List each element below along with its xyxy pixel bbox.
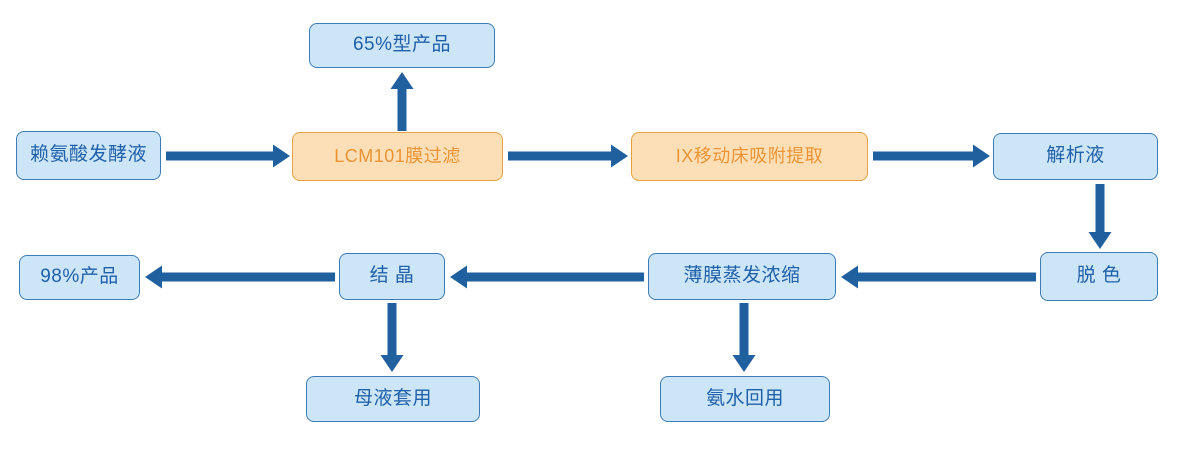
arrow-shaft — [739, 303, 749, 355]
flow-node-ammonia[interactable]: 氨水回用 — [660, 376, 830, 422]
flow-node-label: 母液套用 — [353, 387, 432, 409]
flow-arrow-feed-to-lcm101 — [166, 144, 290, 168]
arrow-shaft — [387, 303, 397, 355]
flow-node-lcm101[interactable]: LCM101膜过滤 — [292, 132, 503, 181]
arrow-shaft — [467, 272, 644, 282]
arrow-head — [145, 265, 162, 289]
flow-arrow-crystal-to-product98 — [145, 265, 335, 289]
arrow-shaft — [162, 272, 335, 282]
flow-node-decolor[interactable]: 脱 色 — [1040, 252, 1158, 301]
flow-node-label: 解析液 — [1046, 145, 1105, 167]
flow-arrow-evaporate-to-crystal — [450, 265, 644, 289]
arrow-shaft — [858, 272, 1036, 282]
arrow-shaft — [508, 151, 611, 161]
arrow-shaft — [166, 151, 273, 161]
arrow-head — [732, 355, 756, 372]
flow-node-label: 氨水回用 — [705, 387, 784, 409]
flow-node-eluate[interactable]: 解析液 — [993, 133, 1158, 180]
arrow-head — [450, 265, 467, 289]
flow-node-label: LCM101膜过滤 — [334, 145, 461, 166]
flow-node-label: 赖氨酸发酵液 — [29, 144, 147, 166]
flow-node-crystallize[interactable]: 结 晶 — [339, 253, 445, 300]
flow-node-product98[interactable]: 98%产品 — [19, 255, 140, 300]
arrow-head — [273, 144, 290, 168]
arrow-head — [1088, 232, 1112, 249]
flow-node-label: 结 晶 — [369, 265, 415, 287]
flow-node-label: 脱 色 — [1076, 265, 1122, 287]
arrow-shaft — [873, 151, 973, 161]
flow-arrow-lcm101-to-product65 — [390, 72, 414, 131]
flow-node-label: IX移动床吸附提取 — [675, 145, 824, 166]
flow-node-label: 65%型产品 — [352, 34, 452, 56]
flow-arrow-ix-to-eluate — [873, 144, 990, 168]
flow-arrow-decolor-to-evaporate — [841, 265, 1036, 289]
flow-node-evaporate[interactable]: 薄膜蒸发浓缩 — [648, 253, 836, 300]
arrow-head — [611, 144, 628, 168]
flow-node-motherliq[interactable]: 母液套用 — [306, 376, 480, 422]
arrow-head — [390, 72, 414, 89]
arrow-head — [841, 265, 858, 289]
arrow-head — [973, 144, 990, 168]
flow-node-product65[interactable]: 65%型产品 — [309, 23, 495, 68]
flow-node-feed[interactable]: 赖氨酸发酵液 — [16, 131, 161, 180]
flow-node-ix[interactable]: IX移动床吸附提取 — [631, 132, 868, 181]
flow-node-label: 薄膜蒸发浓缩 — [683, 265, 801, 287]
flow-arrow-lcm101-to-ix — [508, 144, 628, 168]
arrow-shaft — [397, 89, 407, 131]
arrow-head — [380, 355, 404, 372]
flow-arrow-crystal-to-motherliq — [380, 303, 404, 372]
flow-arrow-evaporate-to-ammonia — [732, 303, 756, 372]
arrow-shaft — [1095, 184, 1105, 232]
flow-arrow-eluate-to-decolor — [1088, 184, 1112, 249]
flow-node-label: 98%产品 — [40, 266, 119, 288]
